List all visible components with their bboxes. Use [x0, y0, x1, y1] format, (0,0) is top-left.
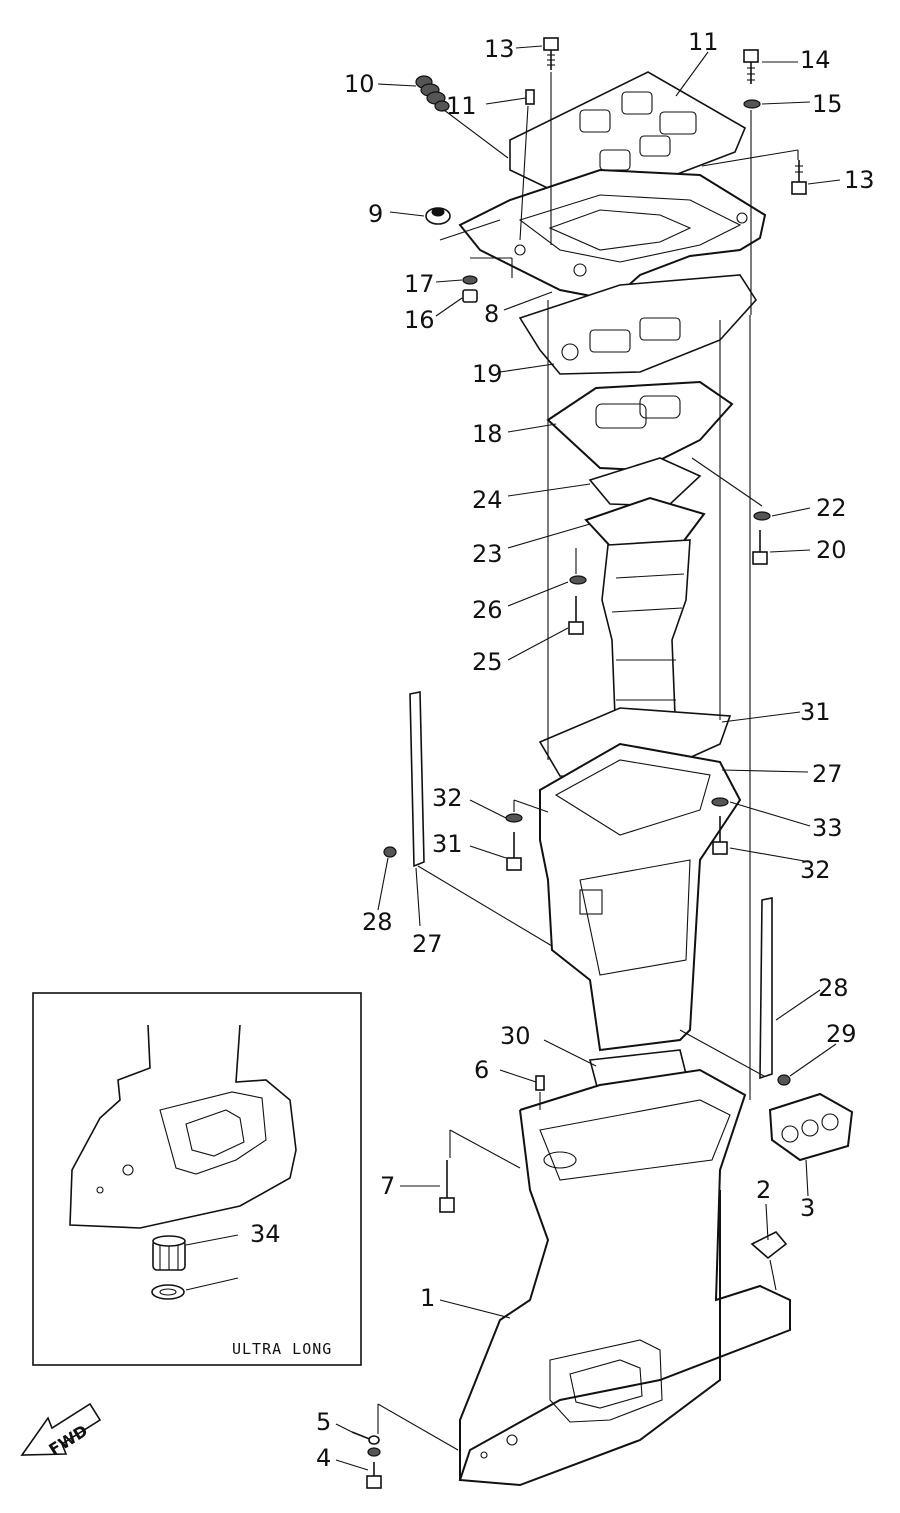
callout-9: 9	[368, 200, 383, 228]
callout-23: 24	[472, 486, 503, 514]
callout-27-left: 27	[412, 930, 443, 958]
leader-lines	[335, 45, 841, 1471]
fwd-arrow: FWD	[20, 1402, 102, 1459]
part-13-bolt-top	[543, 37, 559, 70]
callout-17: 17	[404, 270, 435, 298]
callout-labels: 13 11 14 15 13 10 11 9 17 16 8 19 18 24 …	[250, 28, 875, 1472]
part-2-clip	[750, 1231, 788, 1260]
part-5-screw	[351, 1431, 381, 1457]
callout-3: 3	[800, 1194, 815, 1222]
part-27-strip-left	[409, 691, 425, 868]
part-25-washer	[569, 575, 587, 585]
part-9-plug	[425, 207, 451, 225]
part-20-bolt	[752, 530, 768, 565]
ultra-long-inset: ULTRA LONG	[32, 992, 362, 1366]
callout-25: 26	[472, 596, 503, 624]
part-10-grommet	[415, 75, 450, 112]
callout-27-right: 28	[818, 974, 849, 1002]
callout-10: 10	[344, 70, 375, 98]
part-17-washer	[462, 275, 478, 285]
part-6-pin	[535, 1075, 545, 1091]
part-33-nut	[152, 1235, 186, 1271]
callout-26: 27	[812, 760, 843, 788]
part-18-plate	[546, 380, 734, 472]
part-31-bolt-left	[506, 832, 522, 871]
part-8-exhaust-guide	[458, 168, 767, 302]
callout-5: 5	[316, 1408, 331, 1436]
part-3-grille	[768, 1092, 854, 1162]
callout-7: 7	[380, 1172, 395, 1200]
inset-label: ULTRA LONG	[232, 1340, 332, 1358]
callout-11: 11	[446, 92, 477, 120]
part-32-washer-right	[711, 797, 729, 807]
part-13-bolt-right	[791, 160, 807, 195]
part-7-bolt	[439, 1160, 455, 1213]
callout-20: 20	[816, 536, 847, 564]
part-21-washer	[753, 511, 771, 521]
callout-13: 13	[484, 35, 515, 63]
callout-19: 19	[472, 360, 503, 388]
callout-31-left: 31	[432, 830, 463, 858]
part-23-gasket	[588, 457, 702, 507]
callout-33: 34	[250, 1220, 281, 1248]
part-28-right	[777, 1074, 791, 1086]
callout-12: 11	[688, 28, 719, 56]
part-14-bolt	[743, 49, 759, 84]
callout-13-right: 13	[844, 166, 875, 194]
inset-casing	[69, 1024, 297, 1229]
part-11-pin	[525, 89, 535, 105]
callout-14: 14	[800, 46, 831, 74]
part-16-nut	[462, 289, 478, 303]
callout-32-right: 33	[812, 814, 843, 842]
callout-30: 31	[800, 698, 831, 726]
part-15-washer	[743, 99, 761, 109]
lower-water-inlet	[549, 1339, 663, 1423]
part-26-upper-casing	[539, 742, 742, 1052]
callout-29: 30	[500, 1022, 531, 1050]
part-34-ring	[151, 1284, 185, 1300]
callout-15: 15	[812, 90, 843, 118]
part-22-plate	[584, 496, 706, 550]
callout-32-left: 32	[432, 784, 463, 812]
part-31-bolt-right	[712, 816, 728, 855]
callout-28-right: 29	[826, 1020, 857, 1048]
part-32-washer-left	[505, 813, 523, 823]
callout-28-left: 28	[362, 908, 393, 936]
callout-22: 23	[472, 540, 503, 568]
callout-21: 22	[816, 494, 847, 522]
callout-16: 16	[404, 306, 435, 334]
part-28-left	[383, 846, 397, 858]
callout-8: 8	[484, 300, 499, 328]
part-27-strip-right	[759, 897, 773, 1080]
assembly-lines	[377, 72, 799, 1451]
callout-18: 18	[472, 420, 503, 448]
part-19-gasket	[518, 274, 758, 375]
callout-31-right: 32	[800, 856, 831, 884]
callout-6: 6	[474, 1056, 489, 1084]
part-4-bolt	[366, 1462, 382, 1489]
inset-water-inlet	[159, 1091, 267, 1175]
callout-1: 1	[420, 1284, 435, 1312]
part-24-bolt	[568, 596, 584, 635]
callout-2: 2	[756, 1176, 771, 1204]
inset-frame	[32, 992, 362, 1366]
part-1-lower-casing	[458, 1068, 791, 1487]
callout-4: 4	[316, 1444, 331, 1472]
callout-24: 25	[472, 648, 503, 676]
